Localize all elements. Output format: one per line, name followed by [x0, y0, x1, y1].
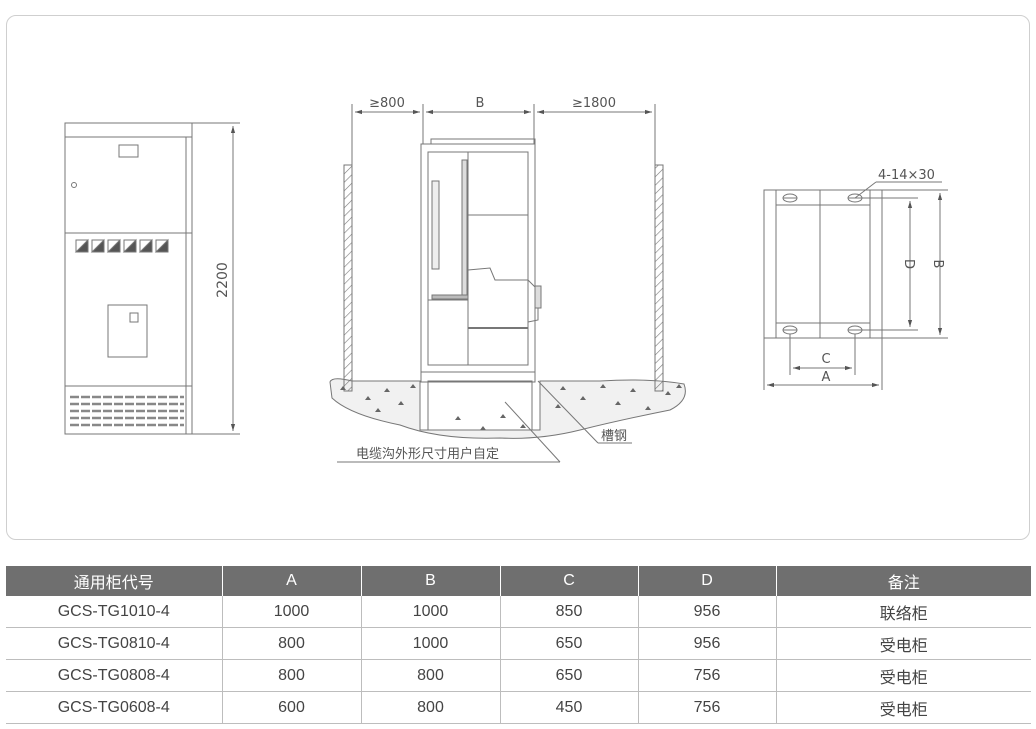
cell-remark: 联络柜	[776, 596, 1031, 628]
cell-remark: 受电柜	[776, 627, 1031, 660]
table-header-row: 通用柜代号 A B C D 备注	[6, 566, 1031, 596]
cell-b: 1000	[361, 627, 501, 660]
cell-d: 956	[638, 596, 777, 628]
cell-c: 450	[500, 691, 639, 724]
ground-section	[329, 378, 686, 439]
cell-a: 800	[222, 659, 362, 692]
header-b: B	[361, 566, 501, 596]
cell-d: 756	[638, 691, 777, 724]
width-b-label: B	[476, 96, 485, 111]
cell-model: GCS-TG0608-4	[6, 691, 223, 724]
channel-steel-label: 槽钢	[601, 429, 627, 444]
drawing-panel	[6, 15, 1030, 540]
cabinet-outline	[64, 122, 193, 435]
dim-c-label: C	[821, 352, 830, 367]
cell-a: 800	[222, 627, 362, 660]
left-clearance-label: ≥800	[369, 96, 405, 111]
side-view	[329, 104, 686, 463]
front-view	[64, 122, 240, 435]
cell-d: 956	[638, 627, 777, 660]
technical-drawing: 2200	[64, 96, 948, 463]
header-model: 通用柜代号	[6, 566, 223, 596]
cell-b: 800	[361, 691, 501, 724]
louvers	[70, 395, 184, 427]
height-dimension-label: 2200	[215, 262, 231, 298]
cell-b: 800	[361, 659, 501, 692]
right-wall	[654, 164, 664, 392]
indicator-row	[74, 238, 169, 253]
cell-d: 756	[638, 659, 777, 692]
dim-d-label: D	[901, 259, 916, 269]
header-a: A	[222, 566, 362, 596]
header-c: C	[500, 566, 639, 596]
holes-label: 4-14×30	[878, 168, 935, 183]
dim-b-label: B	[930, 260, 945, 269]
cell-model: GCS-TG0808-4	[6, 659, 223, 692]
base-outline	[763, 189, 883, 339]
cell-model: GCS-TG1010-4	[6, 596, 223, 628]
cell-c: 650	[500, 627, 639, 660]
cell-b: 1000	[361, 596, 501, 628]
gravel-marks	[340, 384, 682, 430]
cell-a: 1000	[222, 596, 362, 628]
header-d: D	[638, 566, 777, 596]
mounting-holes	[782, 193, 863, 335]
cell-remark: 受电柜	[776, 691, 1031, 724]
cell-c: 650	[500, 659, 639, 692]
cell-c: 850	[500, 596, 639, 628]
cell-model: GCS-TG0810-4	[6, 627, 223, 660]
header-remark: 备注	[776, 566, 1031, 596]
cell-remark: 受电柜	[776, 659, 1031, 692]
trench-note: 电缆沟外形尺寸用户自定	[356, 446, 499, 462]
cell-a: 600	[222, 691, 362, 724]
left-wall	[343, 164, 353, 392]
base-view	[763, 181, 948, 390]
right-clearance-label: ≥1800	[572, 96, 616, 111]
dim-a-label: A	[822, 370, 831, 385]
door-panel	[107, 304, 148, 358]
